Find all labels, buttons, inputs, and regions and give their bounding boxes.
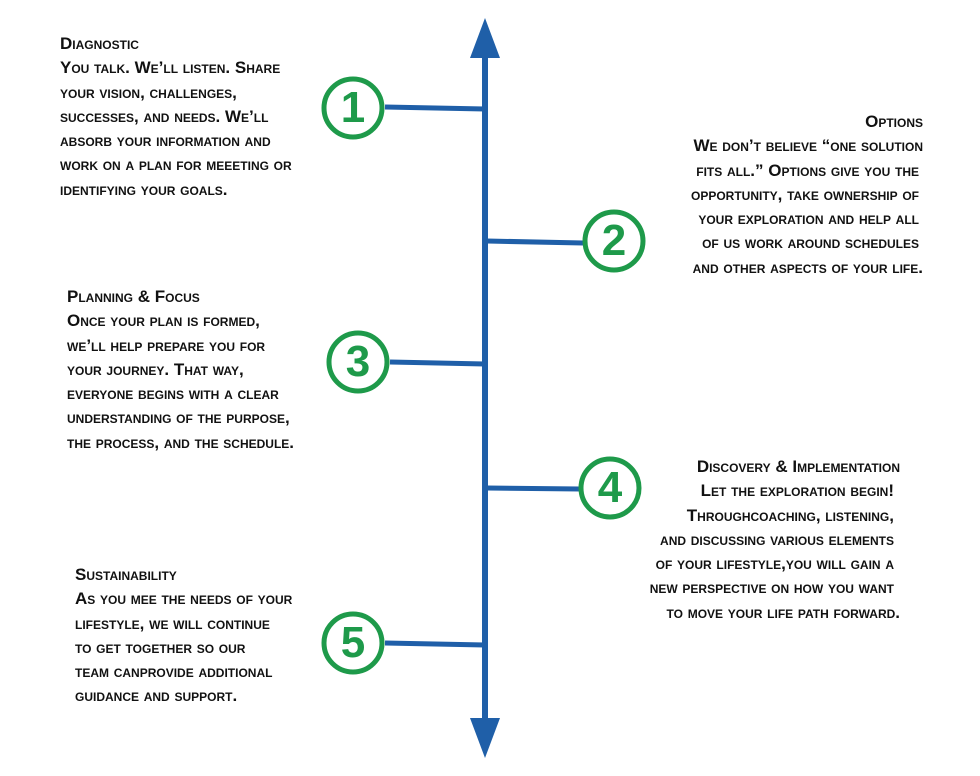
step-line: successes, and needs. We’ll — [60, 106, 269, 126]
step-line: of us work around schedules — [702, 233, 919, 253]
step-line: and other aspects of your life. — [692, 257, 923, 277]
step-text-4: Discovery & Implementation Let the explo… — [650, 455, 900, 625]
step-number-2: 2 — [601, 216, 627, 265]
step-title: Options — [865, 112, 923, 131]
arrow-down-icon — [470, 718, 500, 758]
step-line: Once your plan is formed, — [67, 311, 260, 331]
connector-3 — [389, 359, 486, 367]
connector-2 — [486, 238, 584, 246]
step-number-5: 5 — [340, 618, 366, 667]
step-title: Sustainability — [75, 565, 177, 584]
connector-1 — [384, 104, 486, 112]
step-text-1: Diagnostic You talk. We’ll listen. Share… — [60, 32, 292, 202]
step-number-3: 3 — [345, 337, 371, 386]
step-line: to move your life path forward. — [666, 602, 900, 622]
step-line: opportunity, take ownership of — [690, 184, 919, 204]
step-line: work on a plan for meeeting or — [60, 155, 292, 175]
step-title: Discovery & Implementation — [696, 457, 900, 476]
step-line: the process, and the schedule. — [67, 432, 295, 452]
step-line: We don’t believe “one solution — [693, 136, 923, 156]
step-title: Diagnostic — [60, 34, 139, 53]
step-text-2: Options We don’t believe “one solution f… — [691, 110, 923, 280]
step-circle-4 — [578, 456, 642, 520]
step-line: your vision, challenges, — [60, 82, 237, 102]
step-line: we’ll help prepare you for — [67, 335, 266, 355]
step-circle-1 — [321, 76, 385, 140]
step-line: guidance and support. — [75, 686, 238, 706]
arrow-up-icon — [470, 18, 500, 58]
step-line: and discussing various elements — [660, 529, 894, 549]
step-line: identifying your goals. — [60, 179, 228, 199]
step-line: team canprovide additional — [75, 662, 273, 682]
step-line: everyone begins with a clear — [67, 384, 279, 404]
step-line: understanding of the purpose, — [67, 408, 290, 428]
step-line: Let the exploration begin! — [700, 481, 894, 501]
step-title: Planning & Focus — [67, 287, 200, 306]
step-circle-2 — [582, 209, 646, 273]
step-line: As you mee the needs of your — [75, 589, 293, 609]
step-line: new perspective on how you want — [649, 578, 894, 598]
step-line: to get together so our — [75, 637, 246, 657]
step-circle-3 — [326, 330, 390, 394]
step-line: Throughcoaching, listening, — [686, 505, 894, 525]
step-text-5: Sustainability As you mee the needs of y… — [75, 563, 292, 709]
step-line: You talk. We’ll listen. Share — [60, 58, 281, 78]
step-line: lifestyle, we will continue — [75, 613, 270, 633]
step-number-1: 1 — [340, 83, 366, 132]
step-number-4: 4 — [597, 463, 623, 512]
step-line: fits all.” Options give you the — [696, 160, 919, 180]
step-line: of your lifestyle,you will gain a — [655, 554, 894, 574]
step-text-3: Planning & Focus Once your plan is forme… — [67, 285, 294, 455]
step-line: your journey. That way, — [67, 359, 244, 379]
connector-5 — [384, 640, 486, 648]
connector-4 — [486, 485, 581, 492]
step-line: your exploration and help all — [698, 209, 919, 229]
step-circle-5 — [321, 611, 385, 675]
step-line: absorb your information and — [60, 131, 271, 151]
